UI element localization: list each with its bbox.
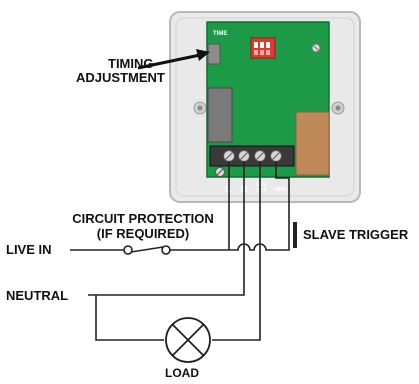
- circuit-label-line1: CIRCUIT PROTECTION: [72, 211, 214, 226]
- relay-component: [207, 87, 233, 143]
- board-screw: [311, 43, 321, 53]
- terminal-screw-n: [238, 150, 250, 162]
- terminal-label-live-out-2: OUT: [256, 188, 267, 194]
- timing-label-line2: ADJUSTMENT: [76, 70, 165, 85]
- earth-screw: [215, 167, 225, 177]
- terminal-screw-l: [223, 150, 235, 162]
- mounting-hole-right: [331, 101, 345, 115]
- circuit-protection-label: CIRCUIT PROTECTION (IF REQUIRED): [62, 211, 224, 241]
- live-in-label: LIVE IN: [6, 242, 52, 257]
- terminal-screw-live-out: [254, 150, 266, 162]
- neutral-label: NEUTRAL: [6, 288, 69, 303]
- time-label: TIME: [213, 31, 227, 37]
- timing-potentiometer: [207, 43, 221, 65]
- capacitor-component: [295, 111, 330, 176]
- circuit-protection-fuse: [123, 245, 171, 255]
- dip-switch: [250, 37, 276, 59]
- slave-trigger-label: SLAVE TRIGGER: [303, 227, 409, 242]
- terminal-screw-trig: [270, 150, 282, 162]
- timing-label-line1: TIMING: [108, 56, 154, 71]
- wiring: [70, 161, 290, 341]
- circuit-label-line2: (IF REQUIRED): [96, 226, 190, 241]
- timing-arrow: [137, 49, 210, 70]
- terminal-label-live-out-1: LIVE: [255, 182, 267, 188]
- load-lamp-icon: [165, 317, 211, 363]
- timing-adjustment-label: TIMING ADJUSTMENT: [76, 57, 165, 85]
- mounting-hole-left: [193, 101, 207, 115]
- terminal-label-trig: TRIG: [273, 187, 286, 193]
- load-label: LOAD: [165, 366, 199, 380]
- slave-trigger-switch: [288, 222, 297, 248]
